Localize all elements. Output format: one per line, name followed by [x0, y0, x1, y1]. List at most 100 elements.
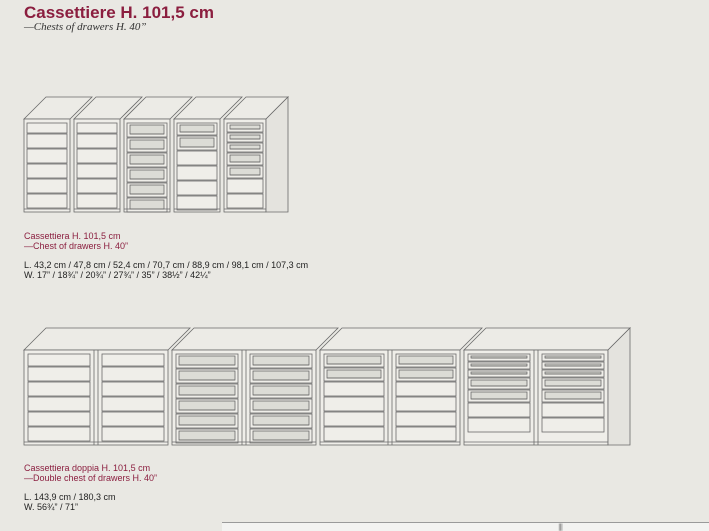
drawer-front: [467, 389, 531, 403]
double-chest-top: [463, 327, 631, 351]
page-title: Cassettiere H. 101,5 cm: [24, 3, 214, 22]
glass-panel: [252, 370, 310, 381]
chest-body: [173, 118, 221, 213]
page-subtitle: —Chests of drawers H. 40”: [24, 21, 147, 33]
drawer-front: [226, 178, 264, 194]
drawer-front: [126, 167, 168, 183]
drawer-front: [249, 398, 313, 414]
glass-panel: [178, 415, 236, 426]
drawer-front: [26, 163, 68, 179]
drawer-front: [467, 361, 531, 370]
drawer-front: [76, 122, 118, 134]
drawer-front: [249, 353, 313, 369]
drawer-front: [323, 367, 385, 382]
glass-panel: [326, 355, 382, 365]
glass-panel: [326, 369, 382, 379]
glass-panel: [178, 355, 236, 366]
double-chest-dimensions: L. 143,9 cm / 180,3 cm W. 56¾” / 71”: [24, 492, 116, 512]
drawer-front: [27, 411, 91, 427]
drawer-front: [395, 381, 457, 397]
drawer-front: [226, 152, 264, 166]
drawer-front: [101, 426, 165, 442]
drawer-front: [176, 122, 218, 136]
drawer-front: [76, 133, 118, 149]
single-chest-caption: Cassettiera H. 101,5 cm —Chest of drawer…: [24, 231, 128, 251]
drawer-front: [176, 180, 218, 196]
drawer-front: [541, 389, 605, 403]
drawer-front: [226, 142, 264, 153]
drawer-front: [26, 133, 68, 149]
drawer-front: [126, 182, 168, 198]
drawer-front: [467, 377, 531, 390]
horizontal-scrollbar[interactable]: [222, 522, 709, 531]
drawer-front: [175, 398, 239, 414]
drawer-front: [175, 383, 239, 399]
drawer-front: [176, 195, 218, 211]
drawer-front: [26, 193, 68, 209]
drawer-front: [541, 417, 605, 433]
glass-panel: [178, 385, 236, 396]
glass-panel: [470, 379, 528, 387]
drawer-front: [27, 426, 91, 442]
drawer-front: [467, 417, 531, 433]
double-chest-caption: Cassettiera doppia H. 101,5 cm —Double c…: [24, 463, 157, 483]
single-chest-dimensions: L. 43,2 cm / 47,8 cm / 52,4 cm / 70,7 cm…: [24, 260, 308, 280]
drawer-front: [467, 369, 531, 378]
drawer-front: [395, 426, 457, 442]
drawer-front: [467, 402, 531, 418]
drawer-front: [27, 381, 91, 397]
drawer-front: [175, 353, 239, 369]
drawer-front: [323, 411, 385, 427]
drawer-front: [226, 122, 264, 133]
drawer-front: [226, 193, 264, 209]
drawer-front: [76, 178, 118, 194]
drawer-front: [176, 150, 218, 166]
drawer-front: [226, 132, 264, 143]
drawer-front: [226, 165, 264, 179]
drawer-front: [101, 411, 165, 427]
glass-panel: [178, 430, 236, 441]
double-chest-caption-en: —Double chest of drawers H. 40”: [24, 473, 158, 483]
drawer-front: [395, 353, 457, 368]
glass-panel: [178, 400, 236, 411]
chest-body: [123, 118, 171, 213]
double-chest-widths: W. 56¾” / 71”: [24, 502, 79, 512]
drawer-front: [176, 165, 218, 181]
single-chest-caption-en: —Chest of drawers H. 40”: [24, 241, 129, 251]
drawer-front: [101, 353, 165, 367]
glass-panel: [178, 370, 236, 381]
chest-body: [73, 118, 121, 213]
drawer-front: [27, 353, 91, 367]
drawer-front: [249, 368, 313, 384]
drawer-front: [175, 428, 239, 444]
double-chest-caption-it: Cassettiera doppia H. 101,5 cm: [24, 463, 151, 473]
drawer-front: [76, 163, 118, 179]
drawer-front: [249, 428, 313, 444]
drawer-front: [126, 197, 168, 213]
drawer-front: [395, 411, 457, 427]
double-chest-side: [607, 327, 631, 446]
double-chest-body: [23, 349, 169, 446]
drawer-front: [541, 353, 605, 362]
drawer-front: [467, 353, 531, 362]
drawer-front: [27, 366, 91, 382]
glass-panel: [252, 415, 310, 426]
double-chest-top: [171, 327, 339, 351]
drawer-front: [76, 148, 118, 164]
drawer-front: [249, 413, 313, 429]
scrollbar-grip-icon[interactable]: |||: [558, 523, 563, 531]
drawer-front: [175, 368, 239, 384]
drawer-front: [541, 377, 605, 390]
single-chest-caption-it: Cassettiera H. 101,5 cm: [24, 231, 121, 241]
double-chest-top: [23, 327, 191, 351]
drawer-front: [323, 353, 385, 368]
drawer-front: [126, 152, 168, 168]
drawer-front: [395, 367, 457, 382]
double-chest-top: [319, 327, 483, 351]
drawer-front: [27, 396, 91, 412]
drawer-front: [76, 193, 118, 209]
single-chest-widths: W. 17” / 18¾” / 20¾” / 27¾” / 35” / 38½”…: [24, 270, 211, 280]
chest-body: [23, 118, 71, 213]
drawer-front: [26, 148, 68, 164]
